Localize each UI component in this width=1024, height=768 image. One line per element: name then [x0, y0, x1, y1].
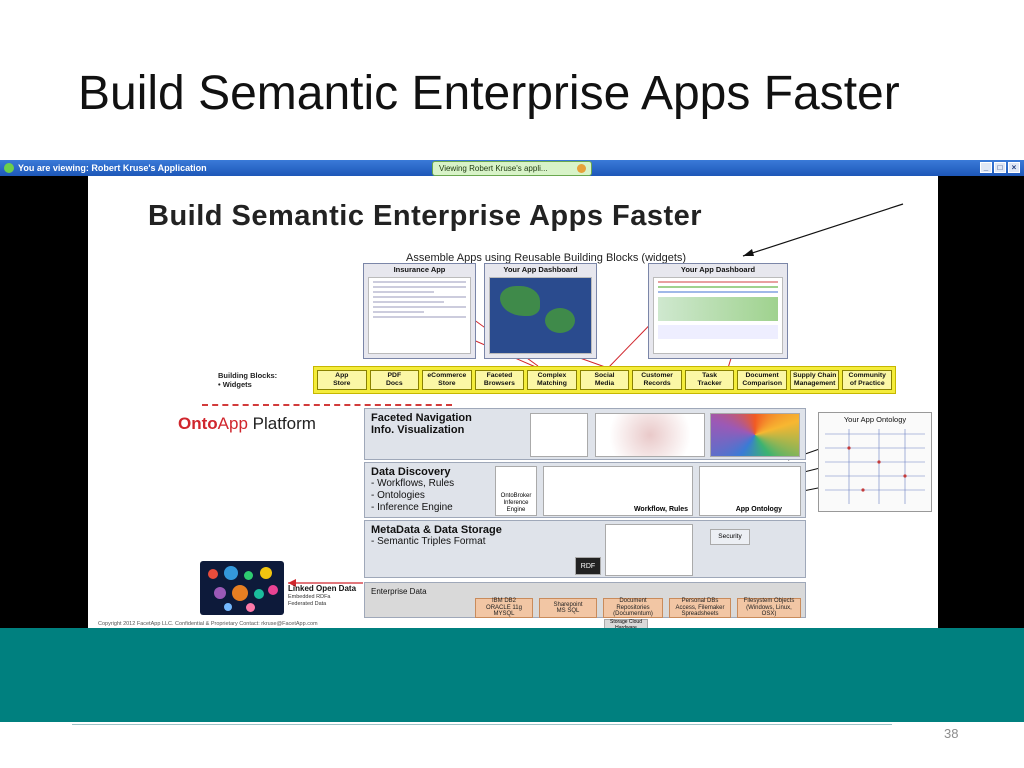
- window-controls: _ □ ×: [980, 162, 1020, 173]
- linked-open-data-label: Linked Open Data: [288, 584, 357, 593]
- slide-title: Build Semantic Enterprise Apps Faster: [78, 67, 900, 120]
- platform-divider: [202, 404, 452, 406]
- dashboard-your-app-charts[interactable]: Your App Dashboard: [648, 263, 788, 359]
- triples-table-thumbnail: [605, 524, 693, 576]
- layer-title: Faceted Navigation Info. Visualization: [371, 412, 472, 436]
- footer-rule: [72, 724, 892, 725]
- layer-faceted-navigation: Faceted Navigation Info. Visualization: [364, 408, 806, 460]
- dashboard-charts-preview: [653, 277, 783, 354]
- dashboard-your-app-map[interactable]: Your App Dashboard: [484, 263, 597, 359]
- session-status-icon[interactable]: [577, 164, 586, 173]
- app-icon: [4, 163, 14, 173]
- minimize-icon[interactable]: _: [980, 162, 992, 173]
- dashboard-insurance-app[interactable]: Insurance App: [363, 263, 476, 359]
- dashboard-label: Your App Dashboard: [680, 265, 756, 274]
- layer-title: Data Discovery: [371, 466, 451, 478]
- your-app-ontology-panel: Your App Ontology: [818, 412, 932, 512]
- close-icon[interactable]: ×: [1008, 162, 1020, 173]
- radial-chart-thumbnail: [710, 413, 800, 457]
- rdf-logo: RDF: [575, 557, 601, 575]
- discovery-item: - Workflows, Rules: [371, 478, 455, 489]
- copyright-text: Copyright 2012 FacetApp LLC. Confidentia…: [98, 621, 318, 627]
- workflow-thumbnail: Workflow, Rules: [543, 466, 693, 516]
- viewer-title-bar[interactable]: You are viewing: Robert Kruse's Applicat…: [0, 160, 1024, 176]
- network-graph-thumbnail: [595, 413, 705, 457]
- building-blocks-label: Building Blocks: • Widgets: [218, 371, 278, 389]
- app-ontology-thumbnail: App Ontology: [699, 466, 801, 516]
- dashboard-label: Your App Dashboard: [503, 265, 578, 274]
- diagram-subtitle: Assemble Apps using Reusable Building Bl…: [406, 252, 687, 264]
- ontobroker-engine-box: OntoBroker Inference Engine: [495, 466, 537, 516]
- dashboard-preview: [368, 277, 471, 354]
- viewing-session-pill[interactable]: Viewing Robert Kruse's appli...: [432, 161, 592, 176]
- source-filesystem-objects: Filesystem Objects(Windows, Linux, OSX): [737, 598, 801, 618]
- ontoapp-platform-logo: OntoApp Platform: [178, 414, 316, 433]
- facet-list-thumbnail: [530, 413, 588, 457]
- layer-title: Enterprise Data: [371, 587, 427, 596]
- teal-footer-band: [0, 628, 1024, 722]
- linked-open-data-cloud-image: [200, 561, 284, 615]
- restore-icon[interactable]: □: [994, 162, 1006, 173]
- discovery-item: - Inference Engine: [371, 502, 453, 513]
- shared-screen-canvas: Build Semantic Enterprise Apps Faster As…: [88, 176, 938, 630]
- slide-number: 38: [944, 726, 959, 741]
- diagram-title: Build Semantic Enterprise Apps Faster: [148, 200, 703, 232]
- linked-open-data-details: Embedded RDFa Federated Data: [288, 594, 331, 607]
- layer-metadata-storage: MetaData & Data Storage - Semantic Tripl…: [364, 520, 806, 578]
- metadata-item: - Semantic Triples Format: [371, 536, 486, 547]
- dashboard-map-preview: [489, 277, 592, 354]
- layer-title: MetaData & Data Storage: [371, 524, 502, 536]
- viewer-title: You are viewing: Robert Kruse's Applicat…: [18, 163, 207, 173]
- discovery-item: - Ontologies: [371, 490, 425, 501]
- layer-data-discovery: Data Discovery - Workflows, Rules - Onto…: [364, 462, 806, 518]
- dashboard-label: Insurance App: [393, 265, 446, 274]
- remote-viewer-window[interactable]: You are viewing: Robert Kruse's Applicat…: [0, 160, 1024, 630]
- ontology-graph: [825, 429, 925, 504]
- panel-title: Your App Ontology: [843, 415, 907, 424]
- security-box: Security: [710, 529, 750, 545]
- viewing-session-label: Viewing Robert Kruse's appli...: [439, 164, 548, 173]
